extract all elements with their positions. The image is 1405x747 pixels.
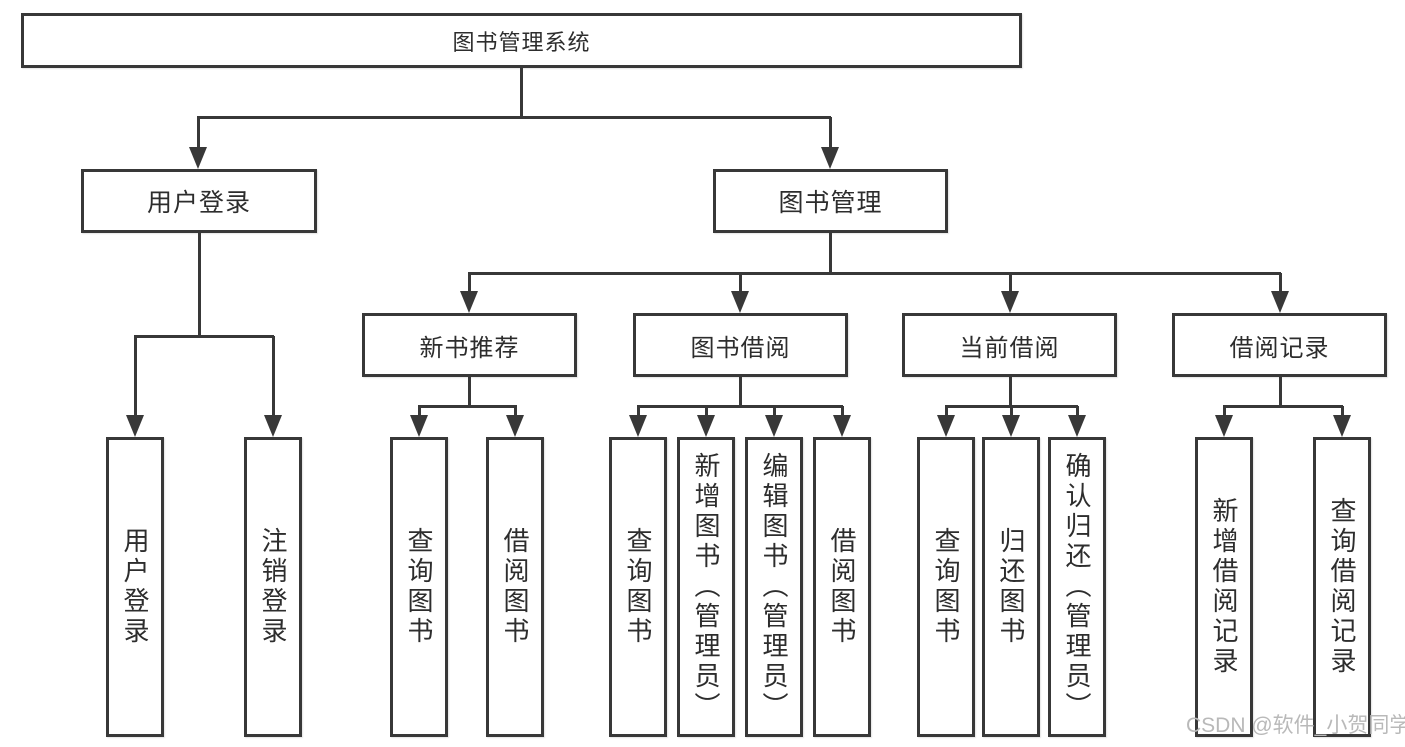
connector-line bbox=[738, 377, 742, 408]
connector-line bbox=[134, 334, 274, 338]
node-borrowing-records: 借阅记录 bbox=[1172, 313, 1387, 377]
node-library-management-system: 图书管理系统 bbox=[21, 13, 1022, 68]
connector-line bbox=[196, 117, 200, 149]
leaf-borrow-books-2: 借阅图书 bbox=[813, 437, 871, 737]
arrow-down-icon bbox=[765, 415, 783, 437]
node-label: 借阅图书 bbox=[827, 527, 857, 647]
connector-line bbox=[1278, 377, 1282, 408]
connector-line bbox=[738, 273, 742, 293]
connector-line bbox=[1340, 406, 1344, 417]
node-label: 注销登录 bbox=[258, 527, 288, 647]
node-book-borrowing: 图书借阅 bbox=[633, 313, 848, 377]
node-label: 归还图书 bbox=[996, 527, 1026, 647]
node-new-book-recommend: 新书推荐 bbox=[362, 313, 577, 377]
arrow-down-icon bbox=[126, 415, 144, 437]
node-label: 查询图书 bbox=[931, 527, 961, 647]
leaf-query-borrow-record: 查询借阅记录 bbox=[1313, 437, 1371, 737]
leaf-user-login: 用户登录 bbox=[106, 437, 164, 737]
connector-line bbox=[704, 406, 708, 417]
connector-line bbox=[197, 115, 831, 119]
connector-line bbox=[944, 406, 948, 417]
arrow-down-icon bbox=[1068, 415, 1086, 437]
arrow-down-icon bbox=[937, 415, 955, 437]
leaf-logout: 注销登录 bbox=[244, 437, 302, 737]
node-book-management: 图书管理 bbox=[713, 169, 948, 233]
connector-line bbox=[1223, 404, 1343, 408]
connector-line bbox=[828, 117, 832, 149]
connector-line bbox=[519, 68, 523, 118]
node-label: 用户登录 bbox=[120, 527, 150, 647]
connector-line bbox=[1008, 377, 1012, 408]
connector-line bbox=[467, 273, 471, 293]
leaf-add-books-admin: 新增图书（管理员） bbox=[677, 437, 735, 737]
connector-line bbox=[468, 271, 1281, 275]
node-user-login: 用户登录 bbox=[81, 169, 317, 233]
node-label: 新增借阅记录 bbox=[1209, 497, 1239, 677]
leaf-query-books-1: 查询图书 bbox=[390, 437, 448, 737]
leaf-query-books-2: 查询图书 bbox=[609, 437, 667, 737]
node-label: 新增图书（管理员） bbox=[691, 452, 721, 722]
arrow-down-icon bbox=[821, 147, 839, 169]
arrow-down-icon bbox=[629, 415, 647, 437]
connector-line bbox=[840, 406, 844, 417]
node-label: 用户登录 bbox=[146, 189, 251, 217]
arrow-down-icon bbox=[1333, 415, 1351, 437]
connector-line bbox=[271, 336, 275, 417]
connector-line bbox=[1075, 406, 1079, 417]
arrow-down-icon bbox=[189, 147, 207, 169]
connector-line bbox=[197, 233, 201, 338]
arrow-down-icon bbox=[460, 291, 478, 313]
arrow-down-icon bbox=[833, 415, 851, 437]
leaf-borrow-books-1: 借阅图书 bbox=[486, 437, 544, 737]
csdn-watermark: CSDN @软件_小贺同学 bbox=[1186, 714, 1405, 737]
arrow-down-icon bbox=[731, 291, 749, 313]
connector-line bbox=[1278, 273, 1282, 293]
arrow-down-icon bbox=[697, 415, 715, 437]
leaf-edit-books-admin: 编辑图书（管理员） bbox=[745, 437, 803, 737]
connector-line bbox=[1008, 273, 1012, 293]
node-label: 查询图书 bbox=[404, 527, 434, 647]
connector-line bbox=[1009, 406, 1013, 417]
arrow-down-icon bbox=[1271, 291, 1289, 313]
node-label: 当前借阅 bbox=[959, 334, 1060, 362]
connector-line bbox=[828, 233, 832, 274]
connector-line bbox=[418, 404, 517, 408]
connector-line bbox=[1222, 406, 1226, 417]
connector-line bbox=[467, 377, 471, 408]
arrow-down-icon bbox=[1002, 415, 1020, 437]
node-label: 图书借阅 bbox=[690, 334, 791, 362]
node-current-borrowing: 当前借阅 bbox=[902, 313, 1117, 377]
arrow-down-icon bbox=[1215, 415, 1233, 437]
leaf-confirm-return-admin: 确认归还（管理员） bbox=[1048, 437, 1106, 737]
node-label: 确认归还（管理员） bbox=[1062, 452, 1092, 722]
node-label: 借阅记录 bbox=[1229, 334, 1330, 362]
node-label: 编辑图书（管理员） bbox=[759, 452, 789, 722]
node-label: 图书管理系统 bbox=[452, 29, 591, 55]
leaf-add-borrow-record: 新增借阅记录 bbox=[1195, 437, 1253, 737]
node-label: 图书管理 bbox=[778, 189, 883, 217]
connector-line bbox=[133, 336, 137, 417]
leaf-query-books-3: 查询图书 bbox=[917, 437, 975, 737]
connector-line bbox=[772, 406, 776, 417]
arrow-down-icon bbox=[410, 415, 428, 437]
connector-line bbox=[513, 406, 517, 417]
node-label: 新书推荐 bbox=[419, 334, 520, 362]
connector-line bbox=[636, 406, 640, 417]
node-label: 查询借阅记录 bbox=[1327, 497, 1357, 677]
arrow-down-icon bbox=[1001, 291, 1019, 313]
arrow-down-icon bbox=[506, 415, 524, 437]
leaf-return-books: 归还图书 bbox=[982, 437, 1040, 737]
connector-line bbox=[417, 406, 421, 417]
arrow-down-icon bbox=[264, 415, 282, 437]
node-label: 借阅图书 bbox=[500, 527, 530, 647]
node-label: 查询图书 bbox=[623, 527, 653, 647]
connector-line bbox=[637, 404, 843, 408]
